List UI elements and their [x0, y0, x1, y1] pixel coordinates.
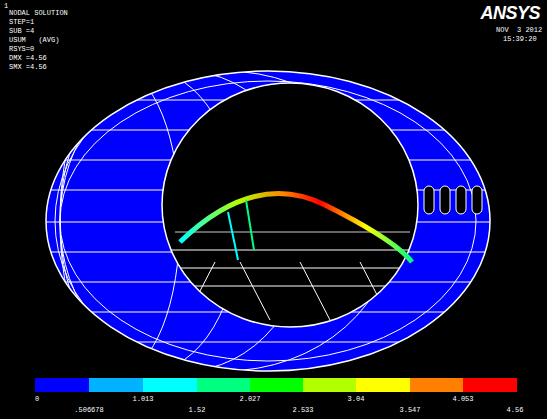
- plot-time: 15:39:20: [503, 36, 537, 43]
- scale-value: 3.04: [348, 396, 365, 403]
- step-value: STEP=1: [9, 19, 34, 26]
- scale-value: 4.053: [452, 396, 473, 403]
- scale-value: .506678: [74, 407, 103, 414]
- max-displacement: DMX =4.56: [9, 55, 47, 62]
- plot-date: NOV 3 2012: [496, 27, 542, 34]
- scale-value: 0: [35, 396, 39, 403]
- scale-value: 2.027: [239, 396, 260, 403]
- coordinate-system: RSYS=0: [9, 46, 34, 53]
- color-bar: [35, 378, 517, 392]
- software-logo: ANSYS: [480, 4, 540, 22]
- scale-value: 4.56: [507, 407, 524, 414]
- window-number: 1: [4, 3, 8, 10]
- scale-value: 3.547: [399, 407, 420, 414]
- substep-value: SUB =4: [9, 28, 34, 35]
- scale-value: 1.013: [132, 396, 153, 403]
- max-result: SMX =4.56: [9, 64, 47, 71]
- plot-type: NODAL SOLUTION: [9, 10, 68, 17]
- scale-value: 1.52: [189, 407, 206, 414]
- scale-value: 2.533: [292, 407, 313, 414]
- result-item: USUM (AVG): [9, 37, 59, 44]
